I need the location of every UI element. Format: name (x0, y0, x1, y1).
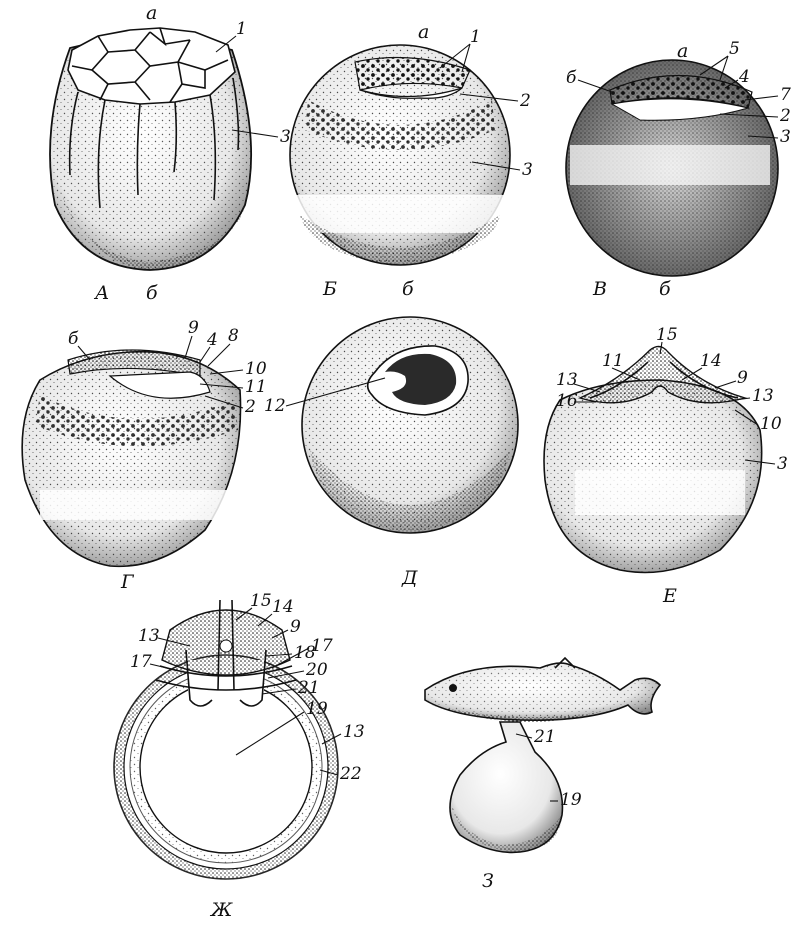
panel-e-label-13-left: 13 (556, 370, 578, 390)
panel-a-letter: А (93, 282, 109, 304)
panel-b-label-3: 3 (522, 160, 533, 180)
panel-v-label-4: 4 (738, 67, 750, 87)
panel-zh-label-15: 15 (250, 591, 272, 611)
panel-b-blastula: а 1 2 3 Б б (290, 21, 533, 300)
panel-a-morula: а 1 3 А б (50, 2, 291, 304)
panel-v-gastrula: а б 5 4 7 2 3 В б (566, 39, 791, 300)
panel-v-label-3: 3 (780, 127, 791, 147)
panel-zh-label-13-top: 13 (138, 626, 160, 646)
panel-b-label-2: 2 (519, 91, 531, 111)
panel-zh-label-14: 14 (272, 597, 294, 617)
panel-g-gastrula-late: б 9 4 8 10 11 2 Г (22, 318, 267, 593)
panel-b-pole-bottom: б (402, 278, 414, 300)
panel-zh-label-19: 19 (306, 699, 328, 719)
panel-b-label-1: 1 (470, 27, 481, 47)
panel-z-larva: 21 19 З (425, 658, 660, 892)
panel-e-label-3: 3 (777, 454, 788, 474)
panel-g-label-10: 10 (245, 359, 267, 379)
panel-zh-letter: Ж (209, 899, 233, 921)
blastomere-cap (68, 28, 235, 104)
panel-a-label-3: 3 (280, 127, 291, 147)
panel-v-letter: В (592, 278, 607, 300)
panel-d-embryo-view: 12 Д (264, 317, 518, 589)
panel-a-label-1: 1 (236, 19, 247, 39)
panel-zh-cross-section: 15 14 9 13 18 17 17 20 21 19 13 22 Ж (114, 591, 365, 921)
panel-g-label-4: 4 (206, 330, 218, 350)
panel-e-label-14: 14 (700, 351, 722, 371)
panel-zh-label-13: 13 (343, 722, 365, 742)
panel-g-letter: Г (120, 571, 135, 593)
panel-e-label-9: 9 (737, 368, 748, 388)
panel-d-letter: Д (401, 567, 418, 589)
panel-v-label-7: 7 (780, 85, 791, 105)
panel-e-label-10: 10 (760, 414, 782, 434)
panel-b-letter: Б (322, 278, 337, 300)
panel-g-label-2: 2 (244, 397, 256, 417)
panel-a-pole-bottom: б (146, 282, 158, 304)
panel-e-label-13-right: 13 (752, 386, 774, 406)
panel-z-label-21: 21 (533, 727, 556, 747)
panel-e-label-16: 16 (556, 391, 578, 411)
panel-v-label-2: 2 (779, 106, 791, 126)
panel-zh-label-17-right: 17 (311, 636, 333, 656)
panel-v-pole-bottom: б (659, 278, 671, 300)
panel-e-letter: Е (662, 585, 677, 607)
panel-v-pole-top: а (677, 40, 688, 62)
panel-z-letter: З (482, 870, 494, 892)
panel-zh-label-17-left: 17 (130, 652, 152, 672)
panel-g-label-9: 9 (188, 318, 199, 338)
panel-v-label-5: 5 (729, 39, 740, 59)
panel-g-label-11: 11 (245, 377, 267, 397)
panel-g-label-8: 8 (228, 326, 239, 346)
panel-zh-label-9: 9 (290, 617, 301, 637)
panel-zh-label-20: 20 (305, 660, 328, 680)
panel-zh-label-22: 22 (339, 764, 362, 784)
panel-e-neurula: 15 11 14 13 9 16 13 10 3 Е (544, 325, 788, 607)
panel-v-label-b: б (566, 68, 577, 88)
panel-z-label-19: 19 (560, 790, 582, 810)
panel-g-label-b: б (68, 329, 79, 349)
panel-e-label-15: 15 (656, 325, 678, 345)
panel-d-label-12: 12 (264, 396, 286, 416)
panel-a-pole-top: а (146, 2, 157, 24)
panel-zh-label-21: 21 (297, 678, 320, 698)
panel-b-pole-top: а (418, 21, 429, 43)
